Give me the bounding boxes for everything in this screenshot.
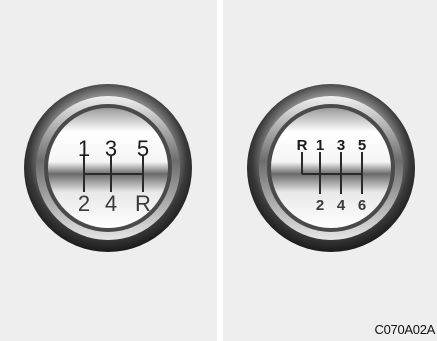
shift-knob-left-graphic: 1 3 5 2 4 R (22, 82, 194, 254)
gear-label-6: 6 (358, 197, 366, 214)
gear-label-5: 5 (358, 137, 366, 154)
figure-code: C070A02A (375, 322, 435, 337)
gear-label-3: 3 (337, 137, 345, 154)
gear-label-reverse: R (135, 191, 151, 216)
gear-label-3: 3 (105, 136, 117, 161)
gear-label-2: 2 (316, 197, 324, 214)
six-speed-shift-knob: R 1 3 5 2 4 6 (245, 82, 417, 254)
gear-label-reverse: R (297, 137, 308, 154)
gear-label-1: 1 (78, 136, 90, 161)
gear-label-2: 2 (78, 191, 90, 216)
shift-knob-right-graphic: R 1 3 5 2 4 6 (245, 82, 417, 254)
gear-label-5: 5 (137, 136, 149, 161)
gear-label-1: 1 (316, 137, 324, 154)
five-speed-shift-knob: 1 3 5 2 4 R (22, 82, 194, 254)
gear-label-4: 4 (337, 197, 346, 214)
gear-label-4: 4 (105, 191, 117, 216)
